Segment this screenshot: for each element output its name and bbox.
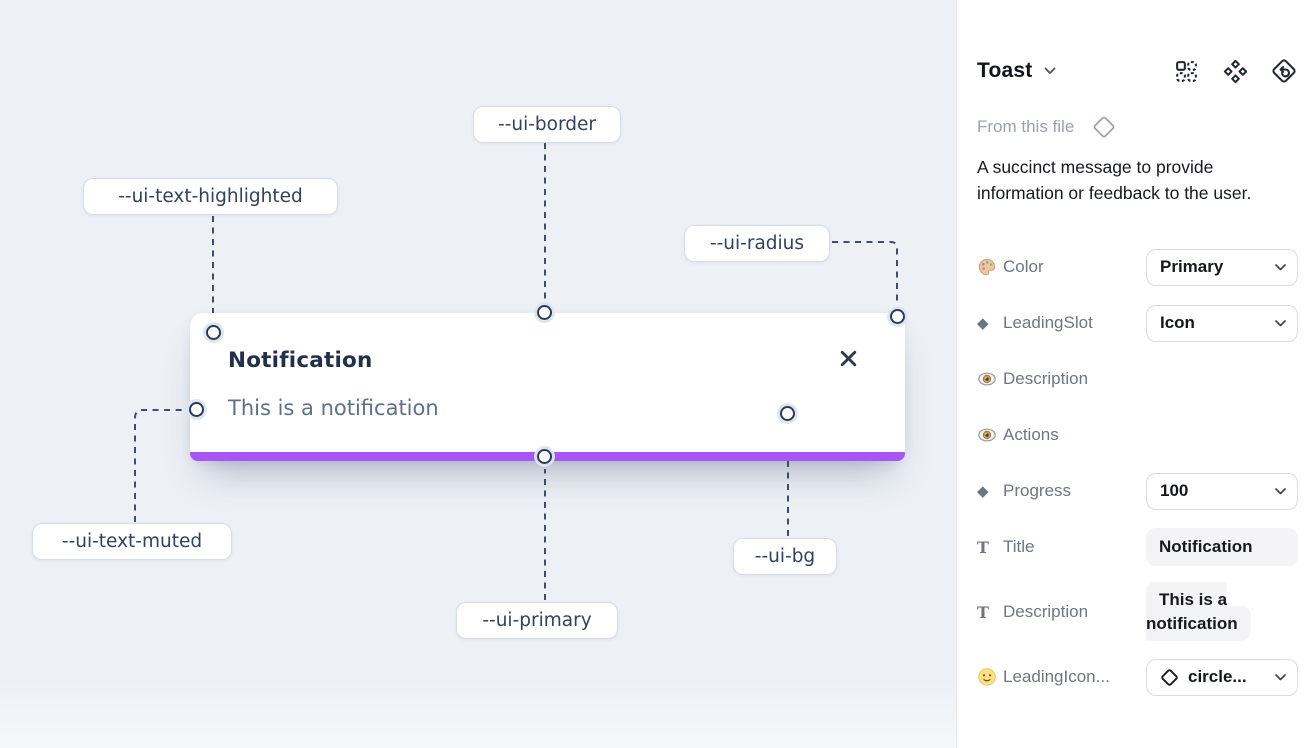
palette-icon xyxy=(977,257,1003,277)
property-label: Progress xyxy=(1003,481,1072,500)
eye-icon xyxy=(977,369,1003,389)
connector-dot-primary[interactable] xyxy=(537,449,552,464)
property-label: Color xyxy=(1003,257,1044,276)
toast-title: Notification xyxy=(228,348,373,373)
toast-close-button[interactable] xyxy=(833,343,863,373)
x-icon xyxy=(840,350,856,366)
connector-dot-bg[interactable] xyxy=(780,406,795,421)
property-label: LeadingSlot xyxy=(1003,313,1093,332)
connector-dot-text-muted[interactable] xyxy=(189,402,204,417)
component-description: A succinct message to provide informatio… xyxy=(977,157,1252,203)
property-row-leadingslot: ◆ LeadingSlot Icon xyxy=(977,295,1298,351)
slots-grid-icon[interactable] xyxy=(1173,58,1199,84)
chevron-down-icon xyxy=(1275,673,1286,681)
property-label: Actions xyxy=(1003,425,1059,444)
property-row-color: Color Primary xyxy=(977,239,1298,295)
property-row-description-text: T Description This is a notification xyxy=(977,575,1297,649)
diamond-icon: ◆ xyxy=(977,315,989,332)
annotation-connectors xyxy=(134,143,898,600)
text-icon: T xyxy=(977,537,989,557)
toggle-knob xyxy=(1120,381,1144,405)
component-icon[interactable] xyxy=(1222,58,1248,84)
property-row-leadingicon: LeadingIcon... circle... xyxy=(977,649,1298,705)
connector-dot-radius[interactable] xyxy=(890,309,905,324)
detach-instance-icon[interactable] xyxy=(1271,58,1297,84)
annotation-ui-border[interactable]: --ui-border xyxy=(473,106,621,143)
connector-dot-text-highlighted[interactable] xyxy=(206,325,221,340)
text-icon: T xyxy=(977,602,989,622)
diamond-outline-icon xyxy=(1091,114,1117,140)
toast-description: This is a notification xyxy=(228,396,439,420)
toast-component[interactable]: Notification This is a notification xyxy=(190,313,905,461)
leadingicon-select-value: circle... xyxy=(1188,667,1247,686)
properties-panel: Toast xyxy=(956,0,1312,748)
diamond-icon: ◆ xyxy=(977,483,989,500)
leadingicon-select[interactable]: circle... xyxy=(1146,658,1298,696)
connector-line-radius xyxy=(832,241,898,306)
annotation-ui-radius[interactable]: --ui-radius xyxy=(684,225,830,262)
title-text-field[interactable]: Notification xyxy=(1146,528,1298,566)
chevron-down-icon xyxy=(1275,487,1286,495)
chevron-down-icon xyxy=(1275,319,1286,327)
progress-select[interactable]: 100 xyxy=(1146,472,1298,510)
chevron-down-icon[interactable] xyxy=(1044,67,1056,75)
property-row-description-toggle: Description xyxy=(977,351,1297,407)
color-select[interactable]: Primary xyxy=(1146,248,1298,286)
description-text-field[interactable]: This is a notification xyxy=(1146,582,1251,641)
chevron-down-icon xyxy=(1275,263,1286,271)
annotation-ui-text-highlighted[interactable]: --ui-text-highlighted xyxy=(83,178,338,215)
toggle-knob xyxy=(1120,437,1144,461)
connector-line-text-muted xyxy=(134,409,185,522)
smiley-icon xyxy=(977,667,1003,687)
property-label: Description xyxy=(1003,602,1089,621)
design-canvas: Notification This is a notification --ui… xyxy=(0,0,956,748)
component-name[interactable]: Toast xyxy=(977,59,1033,82)
property-row-progress: ◆ Progress 100 xyxy=(977,463,1298,519)
diamond-outline-icon xyxy=(1160,668,1179,687)
property-label: Description xyxy=(1003,369,1089,388)
property-label: LeadingIcon... xyxy=(1003,667,1110,686)
color-select-value: Primary xyxy=(1160,257,1224,276)
property-label: Title xyxy=(1003,537,1035,556)
property-rows: Color Primary ◆ LeadingSlot Icon xyxy=(977,239,1298,705)
property-row-actions-toggle: Actions xyxy=(977,407,1297,463)
panel-header: Toast xyxy=(977,56,1297,86)
leadingslot-select[interactable]: Icon xyxy=(1146,304,1298,342)
source-row: From this file xyxy=(977,113,1117,141)
annotation-ui-text-muted[interactable]: --ui-text-muted xyxy=(32,523,232,560)
progress-select-value: 100 xyxy=(1160,481,1189,500)
annotation-ui-bg[interactable]: --ui-bg xyxy=(733,538,837,575)
eye-icon xyxy=(977,425,1003,445)
property-row-title-text: T Title Notification xyxy=(977,519,1298,575)
leadingslot-select-value: Icon xyxy=(1160,313,1195,332)
source-label: From this file xyxy=(977,117,1075,136)
connector-dot-border[interactable] xyxy=(537,305,552,320)
annotation-ui-primary[interactable]: --ui-primary xyxy=(456,602,618,639)
